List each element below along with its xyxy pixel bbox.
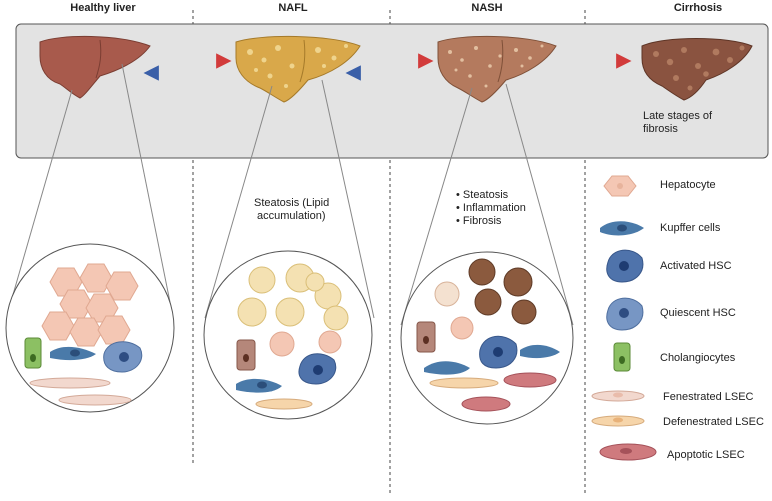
healthy-liver-image: [39, 35, 151, 99]
stage-label-nafl: NAFL: [278, 2, 308, 14]
stage-label-cirrhosis: Cirrhosis: [674, 2, 722, 14]
nafl-note-line2: accumulation): [257, 210, 325, 222]
legend-label-activated-hsc: Activated HSC: [660, 260, 732, 272]
legend-label-cholangiocytes: Cholangiocytes: [660, 352, 736, 364]
nash-note-bullet1: • Steatosis: [456, 189, 509, 201]
legend-label-hepatocyte: Hepatocyte: [660, 179, 716, 191]
nash-tissue-circle: [400, 251, 574, 425]
legend-label-defenestrated-lsec: Defenestrated LSEC: [663, 416, 764, 428]
nafl-note-line1: Steatosis (Lipid: [254, 197, 329, 209]
legend-icons: [591, 175, 657, 461]
stage-label-nash: NASH: [471, 2, 502, 14]
nafl-tissue-circle: [203, 250, 373, 420]
zoom-lines: [7, 63, 574, 326]
defenestrated-lsec-icon: [591, 415, 645, 427]
cirrhosis-note-line1: Late stages of: [643, 110, 713, 122]
hepatocyte-icon: [603, 175, 637, 197]
legend-label-apoptotic-lsec: Apoptotic LSEC: [667, 449, 745, 461]
legend-label-kupffer: Kupffer cells: [660, 222, 721, 234]
nash-liver-image: [437, 35, 557, 103]
healthy-tissue-circle: [5, 243, 175, 413]
kupffer-cell-icon: [600, 221, 644, 236]
liver-stage-panel: [15, 23, 769, 159]
apoptotic-lsec-icon: [599, 443, 657, 461]
legend-label-fenestrated-lsec: Fenestrated LSEC: [663, 391, 754, 403]
cirrhosis-note-line2: fibrosis: [643, 123, 678, 135]
activated-hsc-icon: [606, 249, 644, 283]
cholangiocyte-icon: [613, 342, 631, 372]
legend-label-quiescent-hsc: Quiescent HSC: [660, 307, 736, 319]
nafl-liver-image: [235, 35, 361, 103]
fenestrated-lsec-icon: [591, 390, 645, 402]
stage-label-healthy: Healthy liver: [70, 2, 136, 14]
nash-note-bullet3: • Fibrosis: [456, 215, 502, 227]
nash-note-bullet2: • Inflammation: [456, 202, 526, 214]
quiescent-hsc-icon: [606, 297, 644, 331]
cirrhosis-liver-image: [641, 38, 753, 101]
